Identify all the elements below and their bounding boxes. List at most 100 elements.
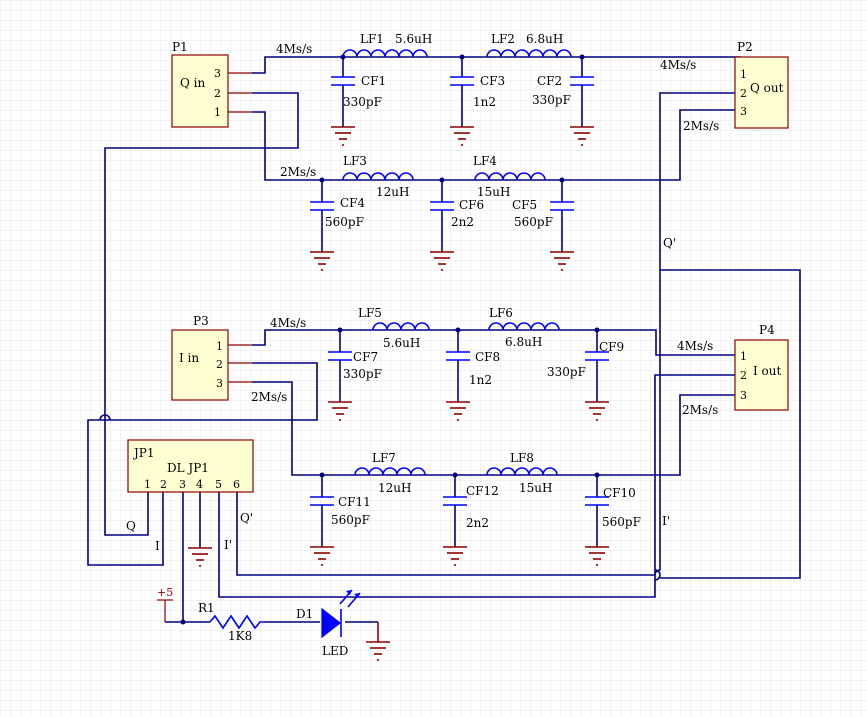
capacitor-value: 560pF (602, 515, 641, 529)
capacitor-ref: CF2 (537, 74, 562, 88)
inductor-lf6: LF6 6.8uH (488, 306, 560, 349)
net-label: 4Ms/s (276, 42, 312, 56)
capacitor-cf7: CF7 330pF (328, 330, 382, 402)
connector-name: I out (753, 364, 782, 378)
resistor-ref: R1 (198, 601, 215, 615)
connector-p2: P2 Q out 1 2 3 (734, 40, 789, 129)
inductor-value: 12uH (376, 185, 409, 199)
capacitor-ref: CF1 (361, 74, 386, 88)
inductor-value: 12uH (378, 481, 411, 495)
inductor-lf4: LF4 15uH (473, 154, 546, 199)
connector-jp1: JP1 DL JP1 1 2 3 4 5 6 (127, 439, 254, 493)
pin-label: 6 (233, 478, 240, 491)
pin-label: 5 (215, 478, 222, 491)
ground-symbol (366, 622, 390, 661)
connector-ref: JP1 (132, 446, 155, 460)
ground-symbol (585, 546, 609, 566)
connector-name: Q out (750, 81, 784, 95)
led-ref: D1 (296, 607, 313, 621)
resistor-value: 1K8 (228, 629, 252, 643)
capacitor-ref: CF9 (599, 340, 624, 354)
capacitor-ref: CF11 (338, 495, 371, 509)
capacitor-ref: CF4 (340, 196, 366, 210)
capacitor-ref: CF6 (459, 198, 484, 212)
pin-label: 2 (214, 87, 221, 100)
capacitor-ref: CF7 (353, 350, 378, 364)
connector-p3: P3 I in 1 2 3 (171, 314, 252, 401)
pin-label: 2 (216, 358, 223, 371)
inductor-ref: LF2 (491, 32, 515, 46)
connector-p1: P1 Q in 3 2 1 (171, 40, 252, 128)
pin-label: 3 (740, 389, 747, 402)
inductor-lf2: LF2 6.8uH (486, 32, 572, 58)
pin-label: 2 (160, 478, 167, 491)
capacitor-value: 1n2 (473, 95, 496, 109)
inductor-value: 15uH (477, 185, 510, 199)
ground-symbol (310, 251, 334, 271)
connector-p4: P4 I out 1 2 3 (734, 323, 789, 411)
ground-symbol (430, 251, 454, 271)
inductor-ref: LF4 (473, 154, 497, 168)
capacitor-cf8: CF8 1n2 (446, 330, 500, 402)
inductor-lf3: LF3 12uH (342, 154, 414, 199)
ground-symbol (328, 401, 352, 421)
ground-symbol (446, 401, 470, 421)
pin-label: 1 (740, 350, 747, 363)
capacitor-value: 560pF (514, 215, 553, 229)
net-label: I' (662, 514, 670, 528)
capacitor-value: 1n2 (469, 373, 492, 387)
pin-label: 2 (740, 369, 747, 382)
capacitor-ref: CF3 (480, 74, 505, 88)
inductor-ref: LF8 (510, 451, 534, 465)
capacitor-cf5: CF5 560pF (512, 180, 574, 252)
ground-symbol (585, 401, 609, 421)
capacitor-value: 560pF (331, 513, 370, 527)
inductor-ref: LF1 (360, 32, 384, 46)
led-d1: D1 LED (296, 589, 361, 658)
net-label: Q' (663, 236, 676, 250)
net-label: 4Ms/s (270, 316, 306, 330)
inductor-ref: LF6 (489, 306, 513, 320)
ground-symbol (331, 126, 355, 146)
capacitor-value: 330pF (547, 365, 586, 379)
net-labels: 4Ms/s 4Ms/s 2Ms/s 2Ms/s 4Ms/s 4Ms/s 2Ms/… (126, 42, 719, 553)
pin-label: 1 (144, 478, 151, 491)
pin-label: 2 (740, 87, 747, 100)
resistor-r1: R1 1K8 (198, 601, 265, 643)
pin-label: 1 (214, 106, 221, 119)
net-label: I (155, 539, 160, 553)
ground-symbol (443, 546, 467, 566)
pin-label: 3 (216, 377, 223, 390)
net-label: I' (224, 538, 232, 552)
wire-crossings (99, 414, 661, 581)
power-supply: +5 (157, 586, 173, 622)
ground-symbol (450, 126, 474, 146)
connector-ref: P1 (172, 40, 188, 54)
capacitor-cf11: CF11 560pF (310, 475, 371, 547)
connector-name: I in (179, 351, 199, 365)
net-label: 2Ms/s (683, 119, 719, 133)
connector-ref: P3 (193, 314, 209, 328)
capacitor-cf12: CF12 2n2 (443, 475, 499, 547)
capacitor-cf6: CF6 2n2 (430, 180, 484, 252)
inductor-ref: LF5 (358, 306, 382, 320)
inductor-value: 6.8uH (505, 335, 542, 349)
pin-label: 1 (216, 340, 223, 353)
capacitor-value: 560pF (325, 215, 364, 229)
capacitor-value: 330pF (532, 93, 571, 107)
capacitor-value: 2n2 (466, 516, 489, 530)
led-value: LED (322, 644, 348, 658)
ground-symbol (570, 126, 594, 146)
capacitor-ref: CF10 (603, 486, 636, 500)
pin-label: 4 (196, 478, 203, 491)
capacitor-value: 330pF (343, 95, 382, 109)
ground-symbol (550, 251, 574, 271)
capacitor-value: 330pF (343, 367, 382, 381)
connector-name: Q in (180, 76, 205, 90)
capacitor-cf10: CF10 560pF (585, 475, 641, 547)
net-label: 4Ms/s (660, 58, 696, 72)
inductor-lf1: LF1 5.6uH (342, 32, 432, 58)
inductor-value: 5.6uH (383, 336, 420, 350)
pin-label: 3 (740, 105, 747, 118)
capacitor-cf3: CF3 1n2 (450, 57, 505, 127)
